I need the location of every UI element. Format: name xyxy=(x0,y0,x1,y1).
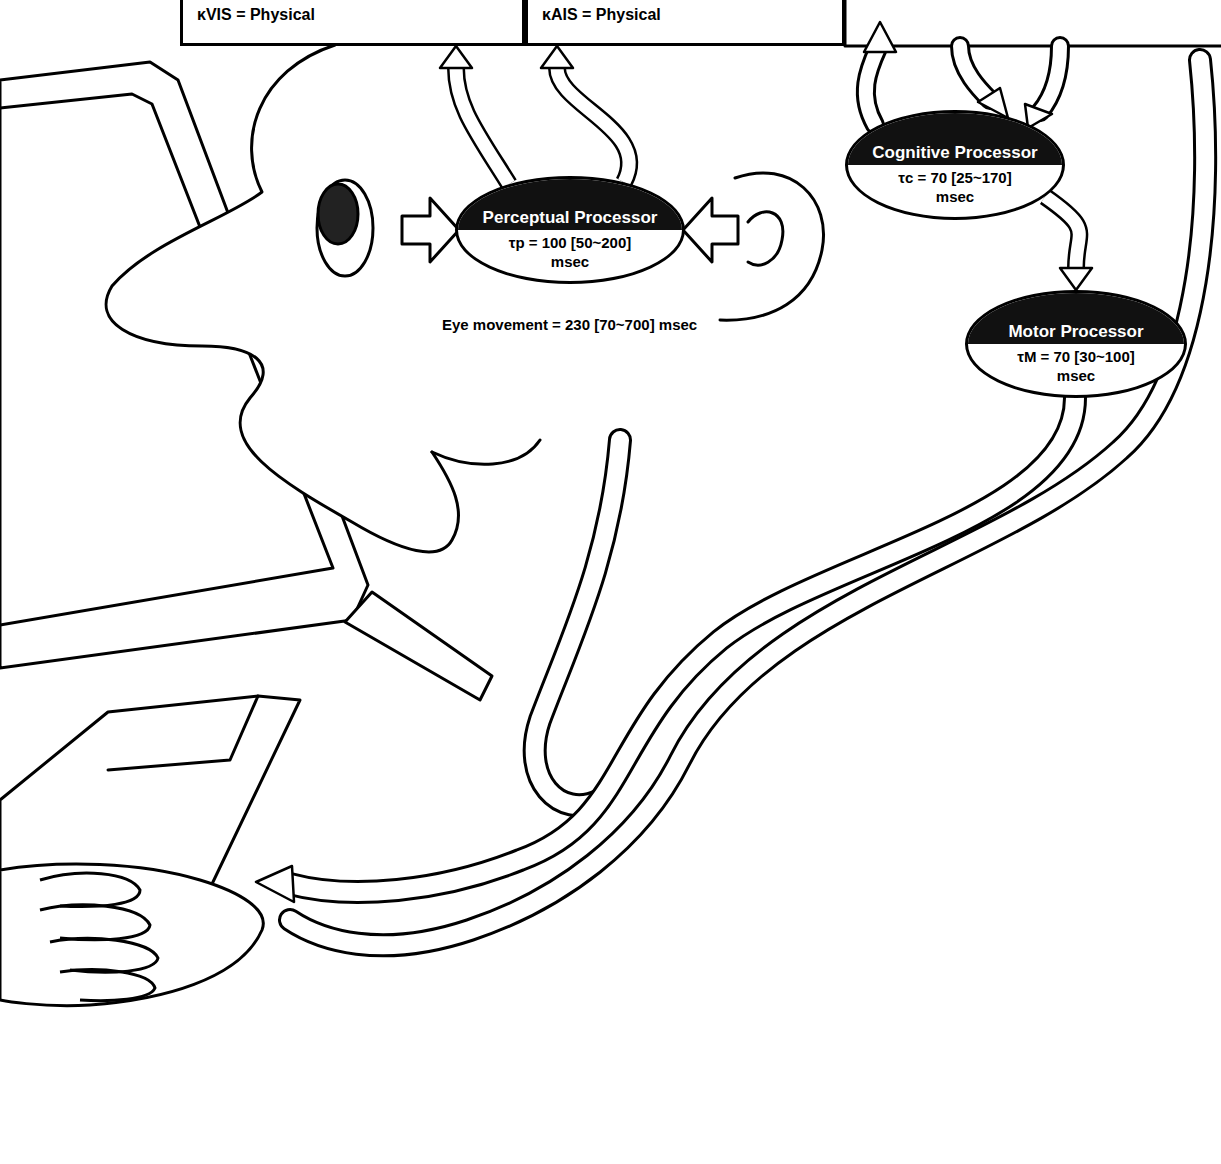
memory-box xyxy=(845,0,1221,46)
memory-down-band-inner xyxy=(960,46,990,100)
arm-band-inner xyxy=(290,60,1205,945)
memory-down-band-2-inner xyxy=(1040,46,1060,112)
arrow-head xyxy=(864,22,896,52)
processor-name: Perceptual Processor xyxy=(483,208,658,228)
processor-heading-band: Motor Processor xyxy=(968,293,1184,344)
finger xyxy=(40,873,140,906)
store-box: κAIS = Physical xyxy=(525,0,845,46)
head-outline xyxy=(106,45,458,552)
timing-label: Eye movement = 230 [70~700] msec xyxy=(442,316,697,333)
cognitive-up-band-inner xyxy=(866,48,878,125)
processor-parameter-band: τM = 70 [30~100] msec xyxy=(968,344,1184,395)
flow-arrow xyxy=(440,46,509,184)
neck-strand xyxy=(535,440,620,805)
processor-parameter-band: τp = 100 [50~200] msec xyxy=(458,230,682,281)
store-box: κVIS = Physical xyxy=(180,0,525,46)
monitor-stand xyxy=(345,592,492,700)
arrow-head xyxy=(256,866,294,902)
finger xyxy=(50,939,158,973)
processor-heading-band: Perceptual Processor xyxy=(458,179,682,230)
eye xyxy=(317,180,373,276)
processor-parameter-band: τc = 70 [25~170] msec xyxy=(848,165,1062,217)
processor-name: Motor Processor xyxy=(1008,322,1143,342)
arrow-outline xyxy=(557,68,629,182)
arrow-outline xyxy=(1045,197,1079,268)
eye-arrow xyxy=(402,198,459,262)
keyboard-edge xyxy=(108,696,258,770)
arrow-fill xyxy=(1045,197,1079,268)
memory-down-band-2 xyxy=(1040,46,1060,112)
processor-parameter: τp = 100 [50~200] msec xyxy=(488,233,652,271)
pupil xyxy=(318,184,358,244)
finger xyxy=(40,905,150,940)
motor-band xyxy=(290,398,1075,892)
store-parameter: κAIS = Physical xyxy=(542,6,828,24)
processor-ellipse: Motor Processor τM = 70 [30~100] msec xyxy=(965,290,1187,398)
arrow-outline xyxy=(456,68,509,184)
cognitive-up-band xyxy=(866,48,878,125)
finger xyxy=(60,970,155,1001)
hand xyxy=(0,864,263,1006)
ear xyxy=(720,173,824,320)
neck-strand-inner xyxy=(535,440,620,805)
chin xyxy=(432,440,540,464)
processor-ellipse: Perceptual Processor τp = 100 [50~200] ms… xyxy=(455,176,685,284)
motor-band-inner xyxy=(290,398,1075,892)
ear-inner xyxy=(748,212,783,265)
processor-ellipse: Cognitive Processor τc = 70 [25~170] msec xyxy=(845,110,1065,220)
arrow-fill xyxy=(557,68,629,182)
store-parameter: κVIS = Physical xyxy=(197,6,508,24)
processor-parameter: τM = 70 [30~100] msec xyxy=(998,347,1154,385)
arrow-head xyxy=(1060,268,1092,290)
memory-down-band xyxy=(960,46,990,100)
flow-arrow xyxy=(1045,197,1092,290)
ear-arrow xyxy=(683,198,738,262)
arrow-fill xyxy=(456,68,509,184)
arm-band xyxy=(290,60,1205,945)
processor-parameter: τc = 70 [25~170] msec xyxy=(878,168,1032,206)
arrow-head xyxy=(541,46,573,68)
arrow-head xyxy=(440,46,472,68)
flow-arrow xyxy=(541,46,629,182)
processor-name: Cognitive Processor xyxy=(872,143,1037,163)
